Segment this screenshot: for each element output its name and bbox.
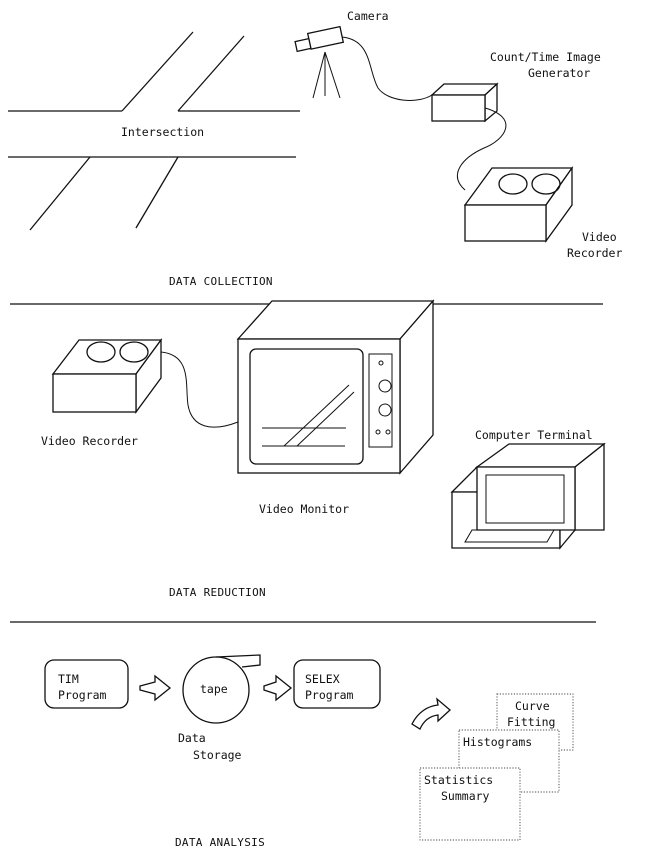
video-monitor-label: Video Monitor (259, 502, 349, 516)
section-title-data-reduction: DATA REDUCTION (169, 586, 266, 599)
tim-program-label-line1: TIM (58, 672, 79, 686)
video-recorder-reduction-label: Video Recorder (41, 434, 138, 448)
section-title-data-collection: DATA COLLECTION (169, 275, 273, 288)
image-generator-box (432, 84, 497, 121)
camera-icon (295, 27, 343, 98)
statistics-summary-label-line1: Statistics (424, 773, 493, 787)
camera-cable (342, 37, 432, 100)
video-monitor-icon (238, 301, 433, 473)
camera-label: Camera (347, 9, 389, 23)
arrow-right-icon (140, 676, 170, 700)
section-title-data-analysis: DATA ANALYSIS (175, 836, 265, 849)
statistics-summary-label-line2: Summary (441, 789, 490, 803)
video-recorder-label-line1: Video (582, 230, 617, 244)
tape-label: tape (200, 682, 228, 696)
arrow-curved-icon (412, 699, 450, 729)
arrow-right-icon (264, 676, 291, 700)
image-generator-label-line1: Count/Time Image (490, 50, 601, 64)
selex-program-label-line1: SELEX (305, 672, 340, 686)
data-storage-label-line1: Data (178, 731, 206, 745)
image-generator-label-line2: Generator (528, 66, 590, 80)
curve-fitting-label-line2: Fitting (507, 715, 555, 729)
computer-terminal-label: Computer Terminal (475, 428, 593, 442)
computer-terminal-icon (452, 444, 604, 548)
selex-program-label-line2: Program (305, 688, 354, 702)
tim-program-label-line2: Program (58, 688, 107, 702)
data-storage-label-line2: Storage (193, 748, 242, 762)
recorder-monitor-cable (161, 352, 238, 427)
intersection-label: Intersection (121, 125, 204, 139)
histograms-label: Histograms (463, 735, 532, 749)
video-recorder-label-line2: Recorder (567, 246, 622, 260)
video-recorder-collection (465, 168, 572, 241)
video-recorder-reduction (53, 340, 161, 412)
curve-fitting-label-line1: Curve (515, 699, 550, 713)
